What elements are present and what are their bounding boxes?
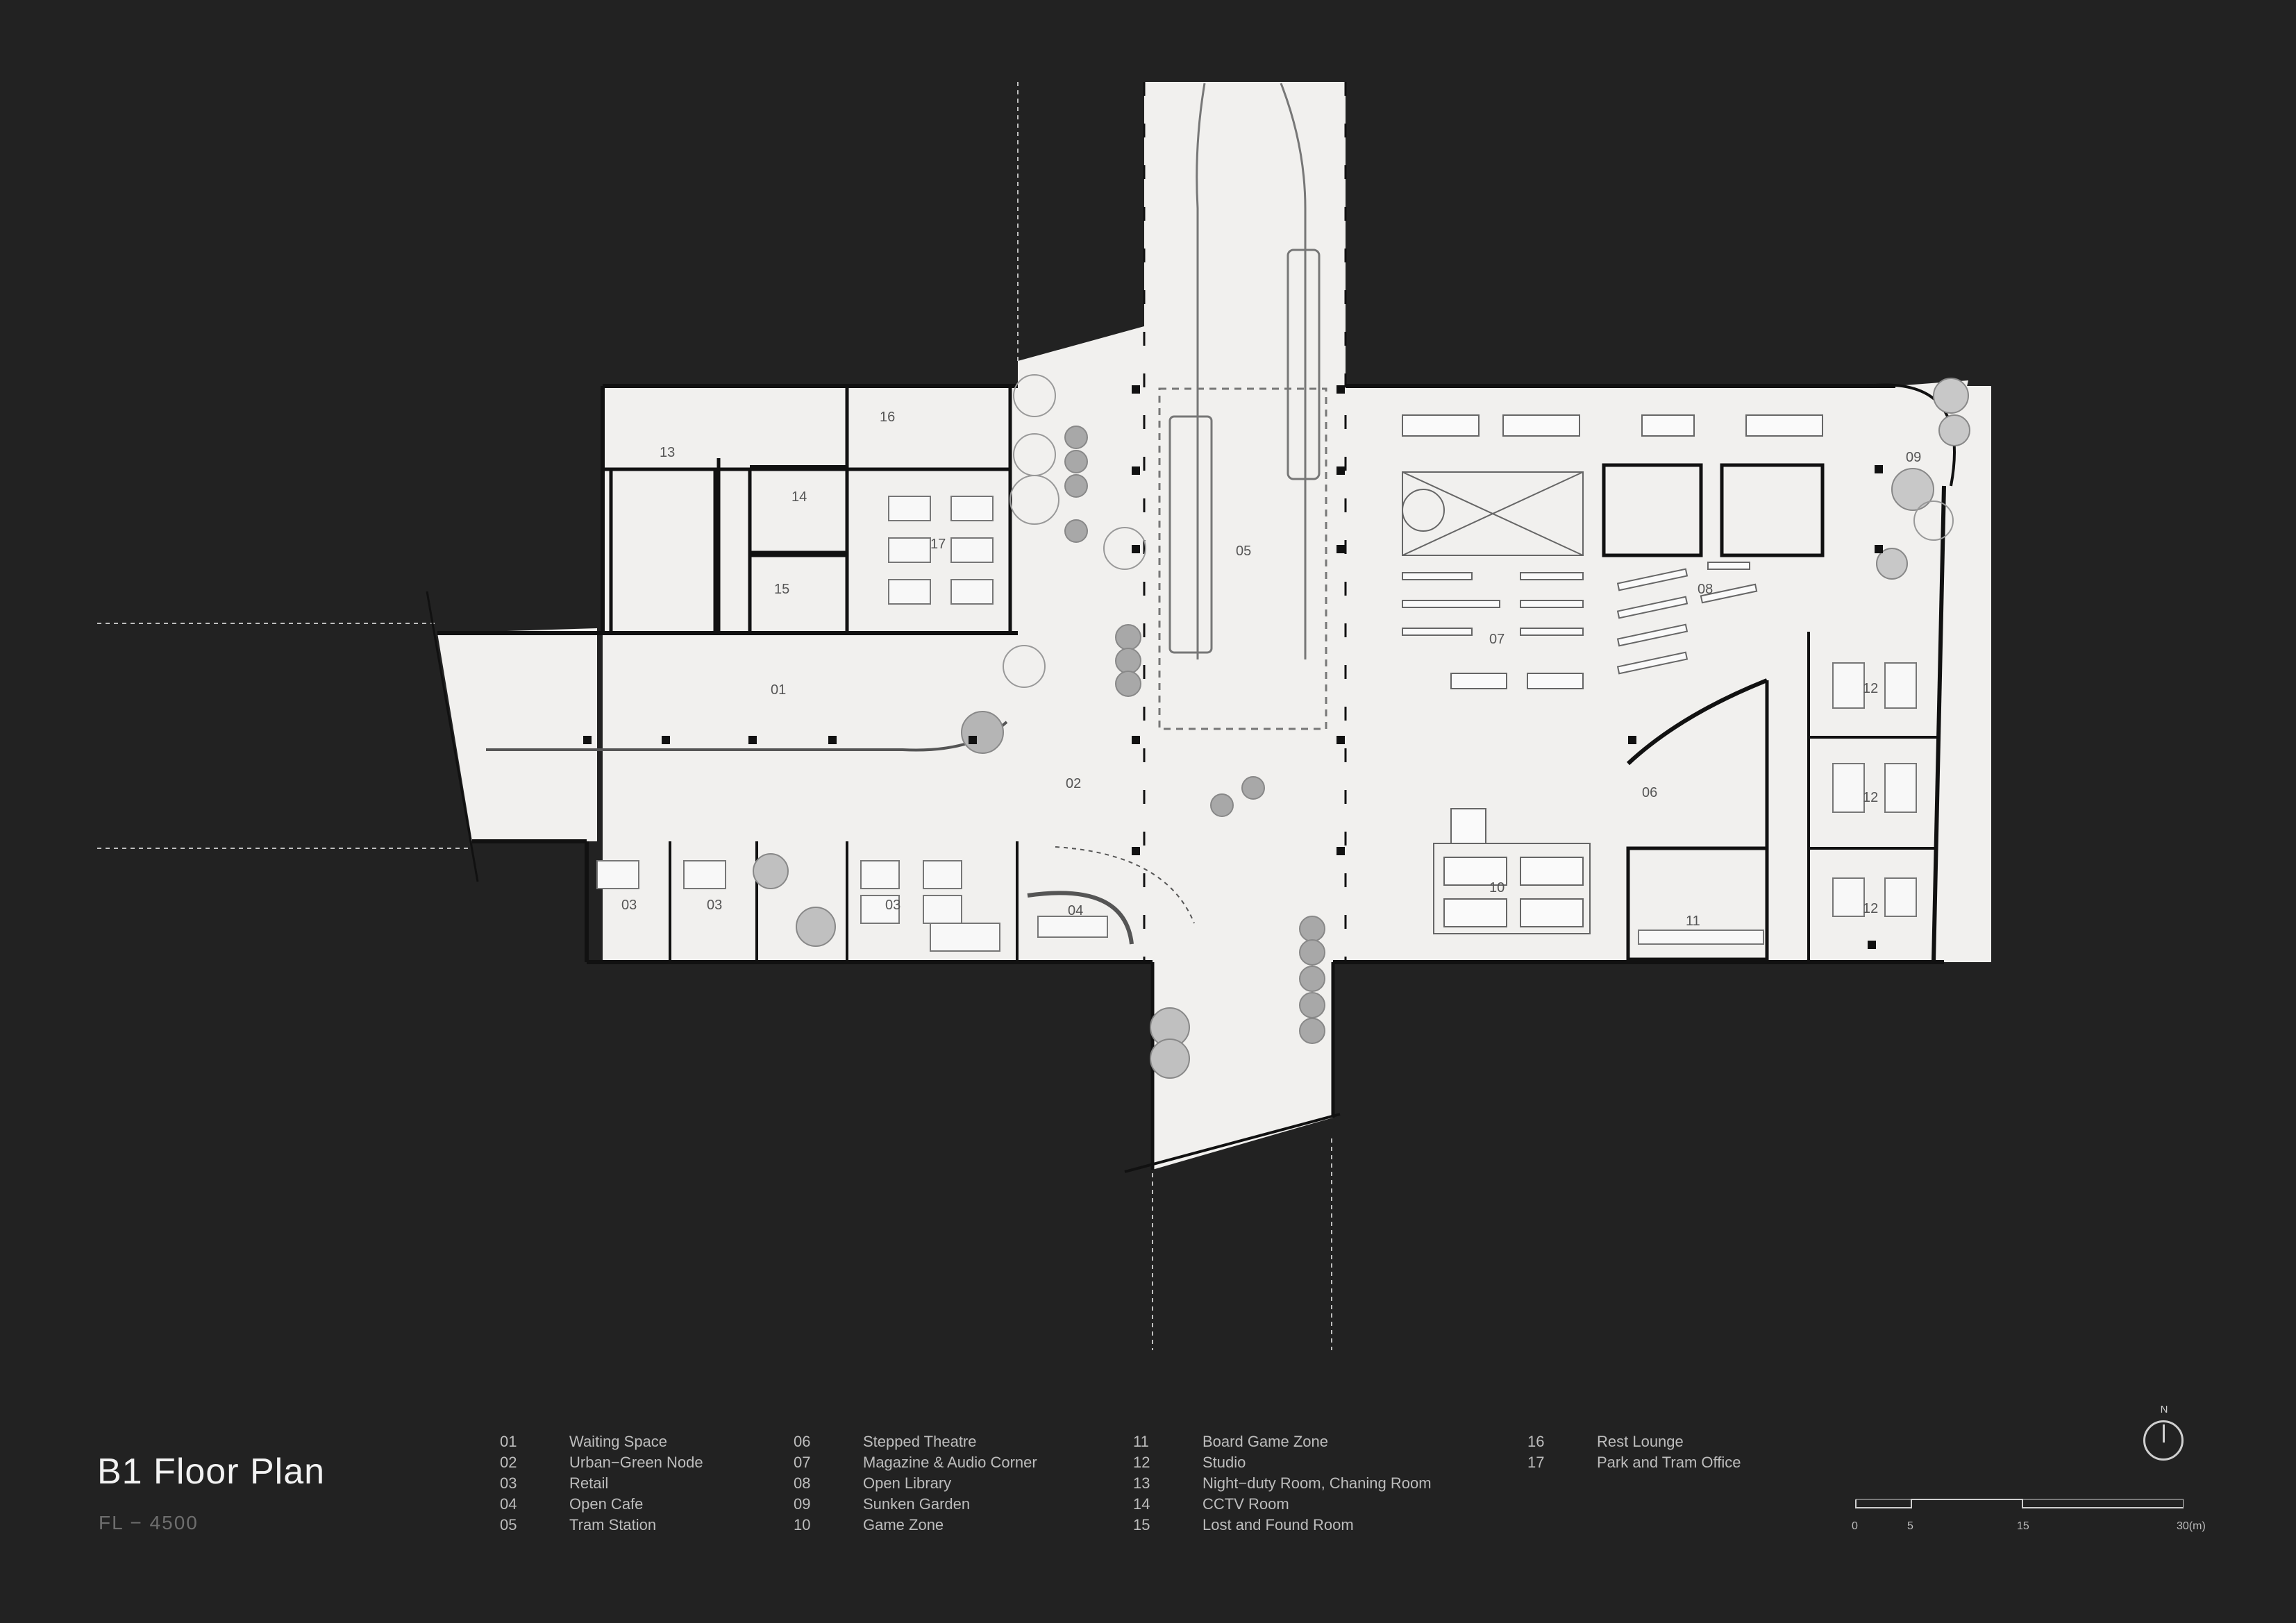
trees bbox=[753, 378, 1970, 1079]
service-rooms bbox=[609, 463, 1825, 961]
room-label: 03 bbox=[707, 898, 722, 913]
tram-track bbox=[1158, 83, 1327, 730]
room-label: 02 bbox=[1066, 776, 1081, 791]
scale-bar: 0 5 15 30(m) bbox=[1850, 1492, 2206, 1534]
columns bbox=[583, 385, 1883, 949]
room-label: 14 bbox=[791, 489, 807, 505]
scale-tick: 15 bbox=[2017, 1520, 2029, 1532]
room-label: 16 bbox=[880, 410, 895, 425]
room-label: 15 bbox=[774, 582, 789, 597]
library-furniture bbox=[1402, 414, 1823, 934]
scale-tick: 0 bbox=[1852, 1520, 1858, 1532]
north-needle-icon bbox=[2163, 1424, 2165, 1443]
room-label: 10 bbox=[1489, 880, 1505, 895]
room-label: 12 bbox=[1863, 790, 1878, 805]
scale-tick: 30(m) bbox=[2177, 1520, 2206, 1532]
scale-bar-icon bbox=[1855, 1499, 2184, 1508]
tree-canopies bbox=[1003, 374, 1954, 688]
floor-level: FL − 4500 bbox=[99, 1512, 199, 1533]
room-label: 05 bbox=[1236, 544, 1251, 559]
north-label: N bbox=[2160, 1404, 2168, 1415]
room-label: 07 bbox=[1489, 632, 1505, 647]
room-label: 06 bbox=[1642, 785, 1657, 800]
room-labels: 01 02 03 03 03 04 05 06 07 08 09 10 11 1… bbox=[621, 410, 1921, 929]
page-title: B1 Floor Plan bbox=[97, 1452, 326, 1492]
room-label: 03 bbox=[885, 898, 900, 913]
room-label: 13 bbox=[660, 445, 675, 460]
room-label: 12 bbox=[1863, 901, 1878, 916]
room-label: 12 bbox=[1863, 681, 1878, 696]
room-label: 03 bbox=[621, 898, 637, 913]
room-label: 01 bbox=[771, 682, 786, 698]
room-label: 09 bbox=[1906, 450, 1921, 465]
scale-tick: 5 bbox=[1907, 1520, 1913, 1532]
room-label: 04 bbox=[1068, 903, 1083, 918]
room-label: 08 bbox=[1698, 582, 1713, 597]
guide-lines bbox=[97, 82, 1332, 1350]
north-circle-icon bbox=[2143, 1420, 2184, 1461]
furniture bbox=[596, 496, 1917, 952]
room-label: 17 bbox=[930, 537, 946, 552]
plan-floor bbox=[437, 82, 1991, 1170]
room-label: 11 bbox=[1686, 914, 1700, 929]
